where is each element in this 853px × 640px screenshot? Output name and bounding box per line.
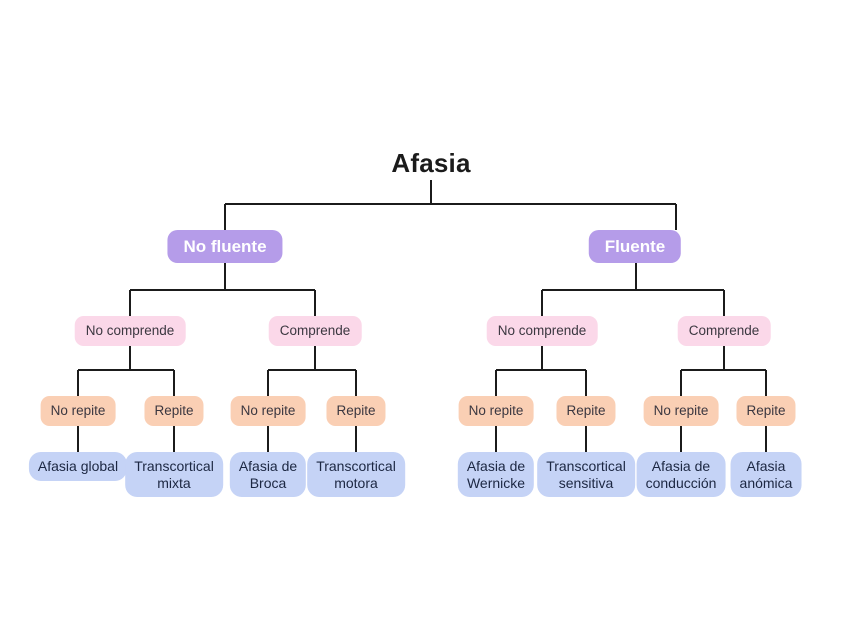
node-no-repite-3: No repite <box>458 396 534 426</box>
node-afasia-global: Afasia global <box>28 452 128 481</box>
node-transcortical-mixta: Transcortical mixta <box>125 452 223 497</box>
node-repite-2: Repite <box>326 396 386 426</box>
node-repite-4: Repite <box>736 396 796 426</box>
node-comprende-1: Comprende <box>268 316 362 346</box>
node-repite-1: Repite <box>144 396 204 426</box>
node-fluente: Fluente <box>588 230 682 263</box>
node-no-repite-2: No repite <box>230 396 306 426</box>
node-no-repite-4: No repite <box>643 396 719 426</box>
node-no-comprende-1: No comprende <box>74 316 186 346</box>
diagram-title: Afasia <box>391 148 471 178</box>
node-transcortical-motora: Transcortical motora <box>307 452 405 497</box>
node-afasia-anomica: Afasia anómica <box>730 452 802 497</box>
node-repite-3: Repite <box>556 396 616 426</box>
node-afasia-de-wernicke: Afasia de Wernicke <box>457 452 535 497</box>
node-no-repite-1: No repite <box>40 396 116 426</box>
node-no-comprende-2: No comprende <box>486 316 598 346</box>
node-no-fluente: No fluente <box>167 230 283 263</box>
node-afasia-de-broca: Afasia de Broca <box>229 452 307 497</box>
node-transcortical-sensitiva: Transcortical sensitiva <box>537 452 635 497</box>
node-afasia-de-conduccion: Afasia de conducción <box>636 452 726 497</box>
node-comprende-2: Comprende <box>677 316 771 346</box>
